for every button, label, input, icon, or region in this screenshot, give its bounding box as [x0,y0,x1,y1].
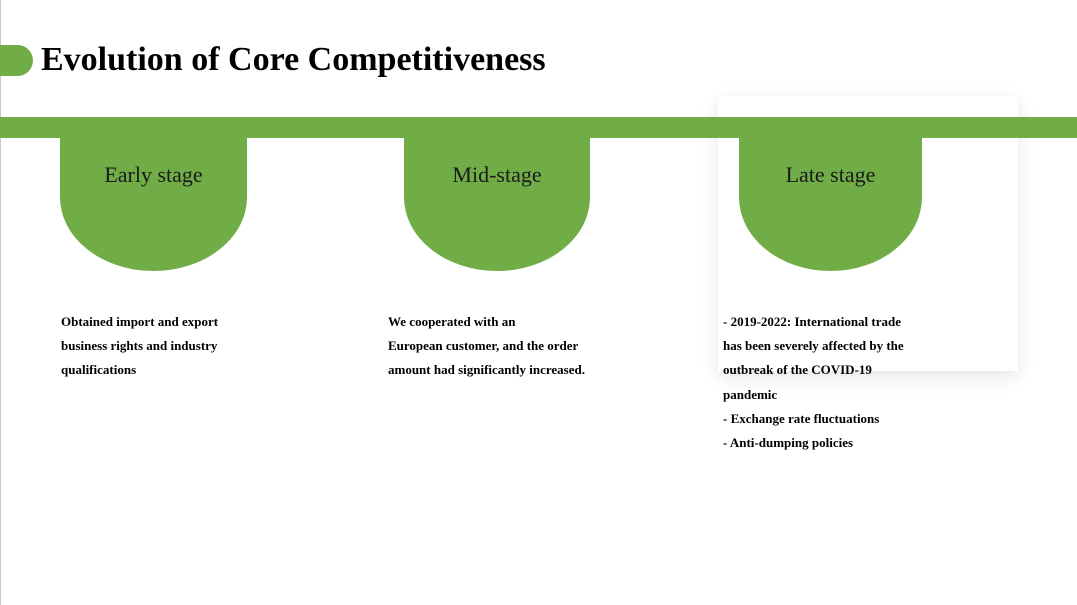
stage-description-mid: We cooperated with an European customer,… [388,314,585,378]
slide-left-edge [0,0,1,605]
stage-label-late: Late stage [785,162,876,187]
stage-label-mid: Mid-stage [452,162,542,187]
timeline-bar [0,117,1077,138]
stage-tab-early: Early stage [60,137,247,271]
stage-description-late: - 2019-2022: International trade has bee… [723,314,904,451]
page-title: Evolution of Core Competitiveness [41,41,546,78]
stage-label-early: Early stage [104,162,203,187]
stage-description-early: Obtained import and export business righ… [61,314,219,378]
title-marker-shape [0,45,33,76]
stage-tab-mid: Mid-stage [404,137,590,271]
stage-tab-late: Late stage [739,137,922,271]
